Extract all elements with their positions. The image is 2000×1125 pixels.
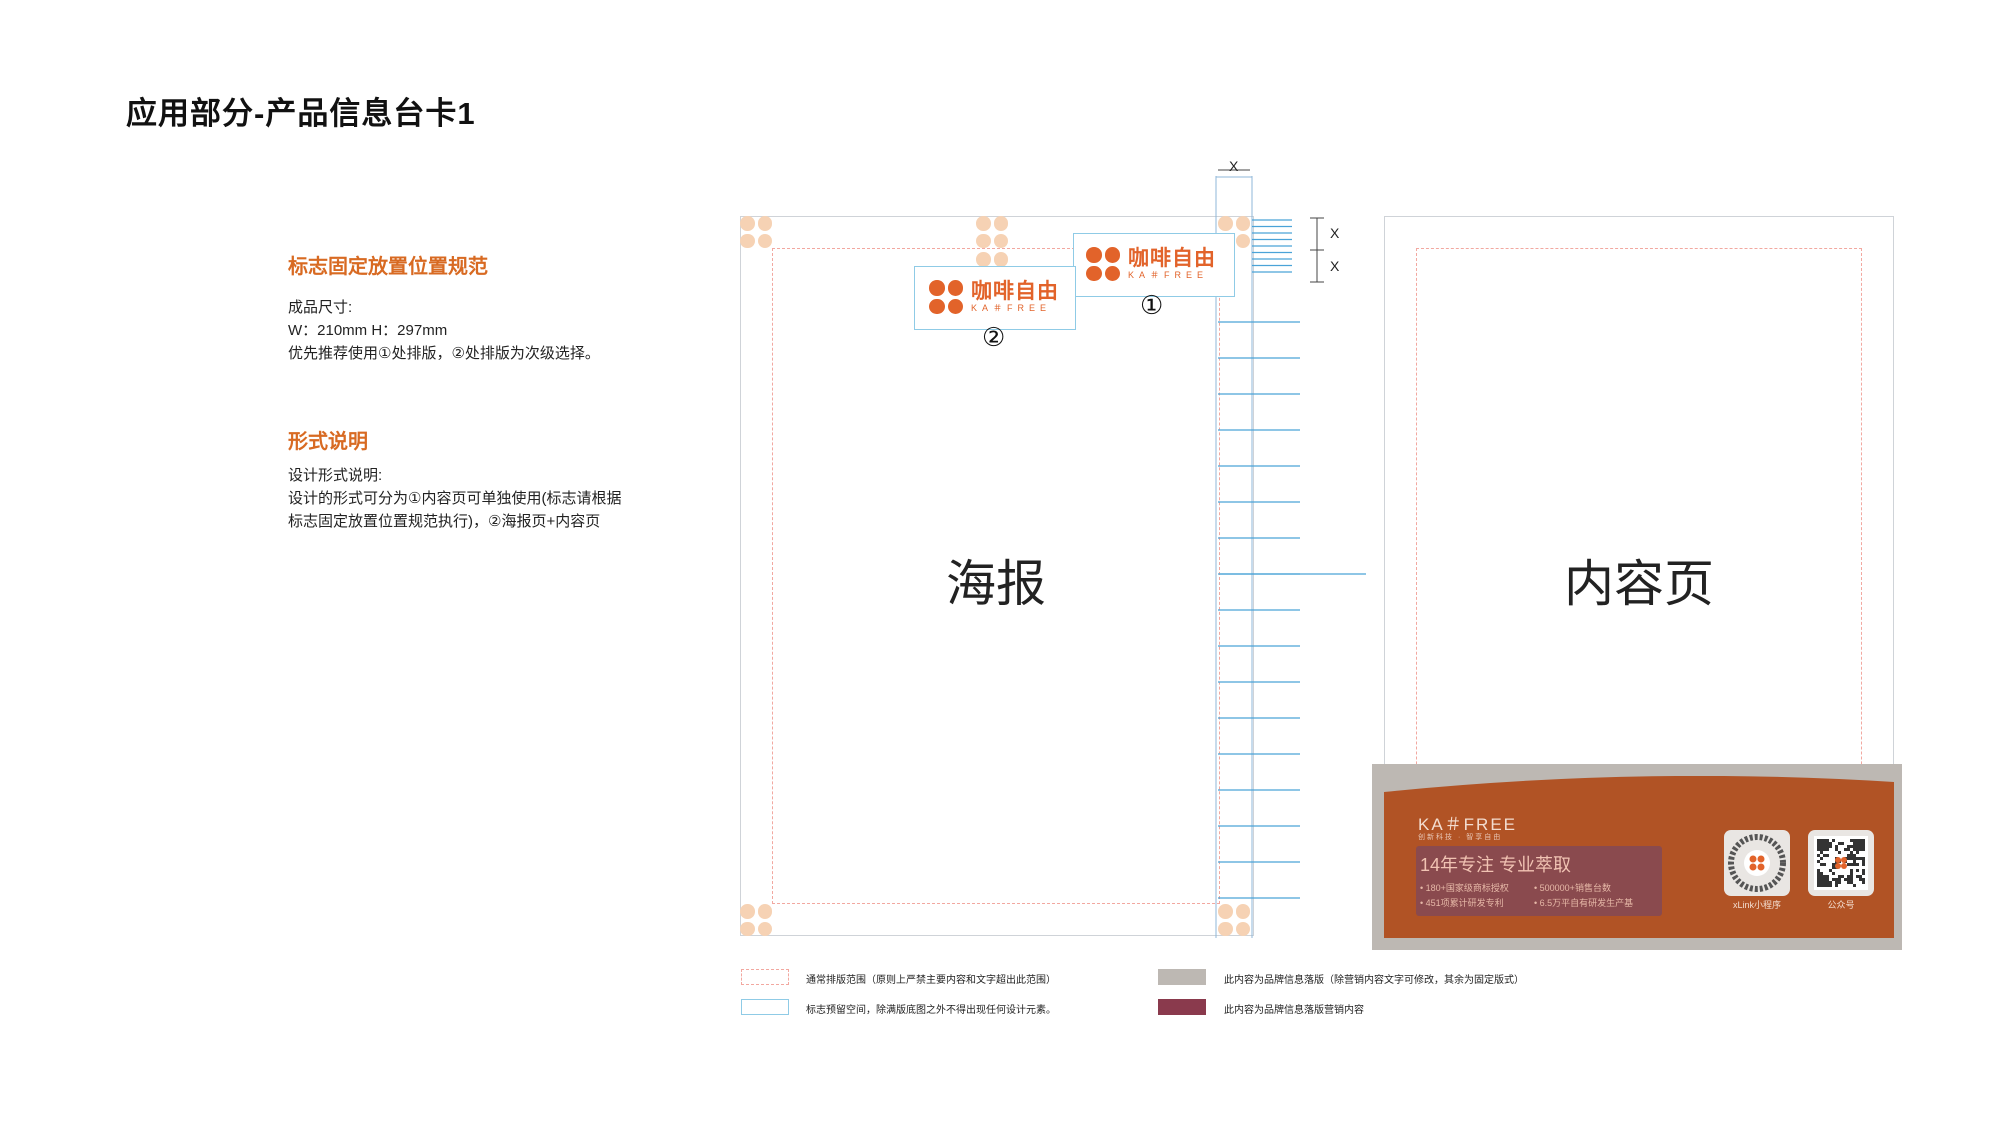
- x-label-lower: X: [1330, 258, 1340, 274]
- logo-chinese-text: 咖啡自由: [971, 280, 1059, 303]
- wechat-caption: 公众号: [1827, 900, 1855, 910]
- content-page-label: 内容页: [1564, 555, 1714, 613]
- poster-safe-area: [772, 248, 1220, 904]
- corner-marker: [740, 216, 772, 248]
- promo-bullet: • 451项累计研发专利: [1420, 898, 1504, 908]
- spec-priority-note: 优先推荐使用①处排版，②处排版为次级选择。: [288, 345, 600, 362]
- qr-code-icon: [1814, 836, 1868, 890]
- flower-logo-icon: [1086, 247, 1120, 281]
- brand-logo: 咖啡自由 KA＃FREE: [1086, 247, 1216, 281]
- position-marker-1: ①: [1140, 290, 1164, 320]
- section-title-form: 形式说明: [288, 431, 368, 453]
- brand-info-band: KA＃FREE 创新科技 · 智享自由 14年专注 专业萃取 • 180+国家级…: [1384, 776, 1894, 938]
- legend-text-logo-zone: 标志预留空间，除满版底图之外不得出现任何设计元素。: [806, 1005, 1056, 1016]
- legend-swatch-marketing: [1158, 999, 1206, 1015]
- form-desc-line1: 设计的形式可分为①内容页可单独使用(标志请根据: [288, 490, 622, 507]
- band-brand-logo: KA＃FREE: [1418, 815, 1518, 834]
- spacing-ruler: [1215, 169, 1366, 938]
- corner-marker: [976, 216, 1008, 248]
- section-title-logo-placement: 标志固定放置位置规范: [288, 256, 488, 278]
- legend-swatch-safe-area: [741, 969, 789, 985]
- spec-size-label: 成品尺寸:: [288, 299, 353, 316]
- page-title: 应用部分-产品信息台卡1: [126, 96, 476, 131]
- form-desc-line2: 标志固定放置位置规范执行)，②海报页+内容页: [288, 513, 601, 530]
- promo-bullet: • 180+国家级商标授权: [1420, 883, 1509, 893]
- form-desc-label: 设计形式说明:: [288, 467, 383, 484]
- brand-logo: 咖啡自由 KA＃FREE: [929, 280, 1059, 314]
- miniprogram-caption: xLink小程序: [1732, 900, 1781, 910]
- legend-text-brand-info: 此内容为品牌信息落版（除营销内容文字可修改，其余为固定版式）: [1224, 975, 1524, 986]
- logo-zone-secondary: 咖啡自由 KA＃FREE: [914, 266, 1076, 330]
- corner-marker: [1218, 904, 1250, 936]
- corner-marker: [740, 904, 772, 936]
- logo-english-text: KA＃FREE: [971, 303, 1052, 313]
- promo-bullet: • 6.5万平自有研发生产基: [1534, 898, 1634, 908]
- marketing-promo-box: 14年专注 专业萃取 • 180+国家级商标授权 • 500000+销售台数 •…: [1416, 846, 1662, 916]
- flower-logo-icon: [929, 280, 963, 314]
- legend-swatch-logo-zone: [741, 999, 789, 1015]
- miniprogram-code-icon: [1728, 834, 1786, 892]
- legend-text-marketing: 此内容为品牌信息落版营销内容: [1224, 1005, 1364, 1016]
- legend-swatch-brand-info: [1158, 969, 1206, 985]
- position-marker-2: ②: [982, 322, 1006, 352]
- wechat-qr-code: [1808, 830, 1874, 896]
- logo-chinese-text: 咖啡自由: [1128, 247, 1216, 270]
- miniprogram-qr-code: [1724, 830, 1790, 896]
- promo-bullet: • 500000+销售台数: [1534, 883, 1611, 893]
- poster-label: 海报: [946, 555, 1046, 613]
- logo-zone-primary: 咖啡自由 KA＃FREE: [1073, 233, 1235, 297]
- promo-headline: 14年专注 专业萃取: [1420, 855, 1572, 875]
- band-curve: [1384, 776, 1894, 792]
- logo-english-text: KA＃FREE: [1128, 270, 1209, 280]
- band-tagline: 创新科技 · 智享自由: [1418, 834, 1503, 841]
- x-label-upper: X: [1330, 225, 1340, 241]
- legend-text-safe-area: 通常排版范围（原则上严禁主要内容和文字超出此范围）: [806, 975, 1056, 986]
- x-label-top: X: [1229, 158, 1239, 174]
- spec-size-value: W：210mm H：297mm: [288, 322, 448, 339]
